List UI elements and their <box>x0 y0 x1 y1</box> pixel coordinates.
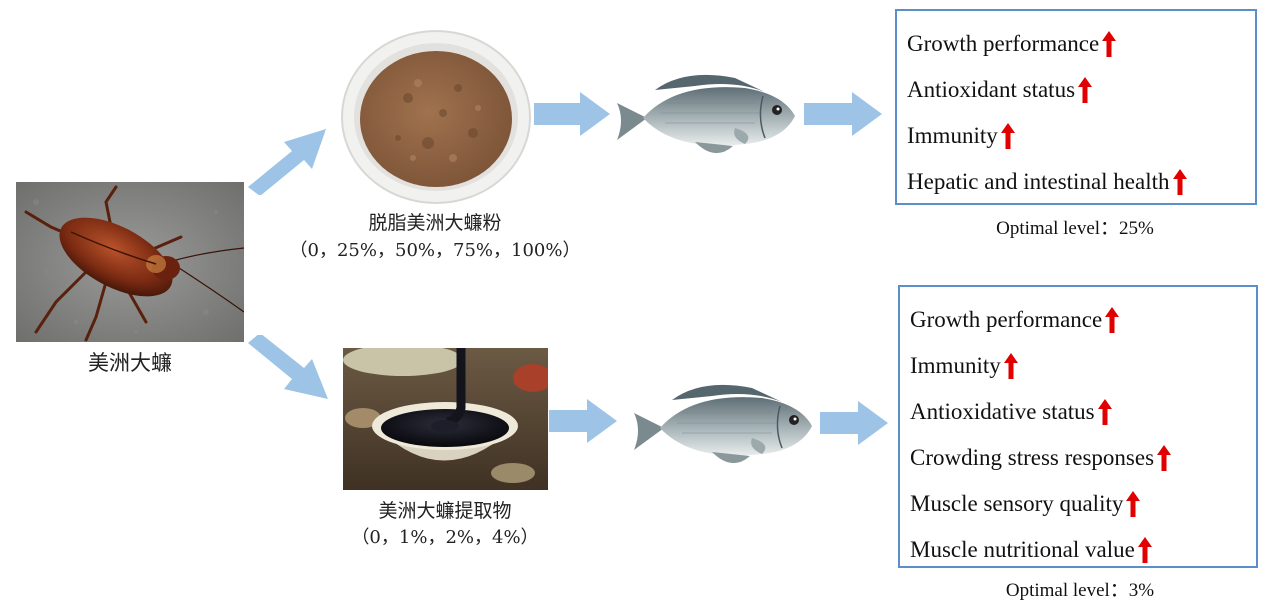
red-up-arrow-icon <box>1137 537 1152 563</box>
extract-label: 美洲大蠊提取物 <box>378 500 512 522</box>
red-up-arrow-icon <box>1157 445 1172 471</box>
arrow-to-outcomes-top <box>804 92 882 136</box>
outcome-item: Hepatic and intestinal health <box>907 159 1245 205</box>
red-up-arrow-icon <box>1097 399 1112 425</box>
arrow-to-powder <box>248 129 326 195</box>
outcome-item: Antioxidative status <box>910 389 1246 435</box>
red-up-arrow-icon <box>1105 307 1120 333</box>
red-up-arrow-icon <box>1126 491 1141 517</box>
outcome-item: Growth performance <box>910 297 1246 343</box>
arrow-to-extract <box>248 335 328 399</box>
outcome-item: Muscle sensory quality <box>910 481 1246 527</box>
tilapia-fish-image-bottom <box>632 378 817 473</box>
red-up-arrow-icon <box>1000 123 1015 149</box>
powder-label: 脱脂美洲大蠊粉 <box>368 212 502 234</box>
outcome-item: Growth performance <box>907 21 1245 67</box>
outcome-item: Antioxidant status <box>907 67 1245 113</box>
red-up-arrow-icon <box>1078 77 1093 103</box>
arrow-to-fish-bottom <box>549 399 617 443</box>
extract-levels: （0，1%，2%，4%） <box>351 527 539 548</box>
outcome-item: Crowding stress responses <box>910 435 1246 481</box>
outcome-item: Immunity <box>907 113 1245 159</box>
tilapia-fish-image-top <box>615 68 800 163</box>
red-up-arrow-icon <box>1003 353 1018 379</box>
source-label: 美洲大蠊 <box>88 351 172 375</box>
powder-bowl-image <box>338 28 534 206</box>
arrow-to-outcomes-bottom <box>820 401 888 445</box>
arrow-to-fish-top <box>534 92 610 136</box>
cockroach-image <box>16 182 244 342</box>
extract-bowl-image <box>343 348 548 490</box>
optimal-level-powder: Optimal level：25% <box>996 218 1154 239</box>
red-up-arrow-icon <box>1172 169 1187 195</box>
powder-levels: （0，25%，50%，75%，100%） <box>289 240 581 261</box>
outcomes-panel-extract: Growth performance Immunity Antioxidativ… <box>898 285 1258 568</box>
outcomes-panel-powder: Growth performance Antioxidant status Im… <box>895 9 1257 205</box>
outcome-item: Muscle nutritional value <box>910 527 1246 573</box>
red-up-arrow-icon <box>1102 31 1117 57</box>
optimal-level-extract: Optimal level：3% <box>1005 580 1155 601</box>
outcome-item: Immunity <box>910 343 1246 389</box>
